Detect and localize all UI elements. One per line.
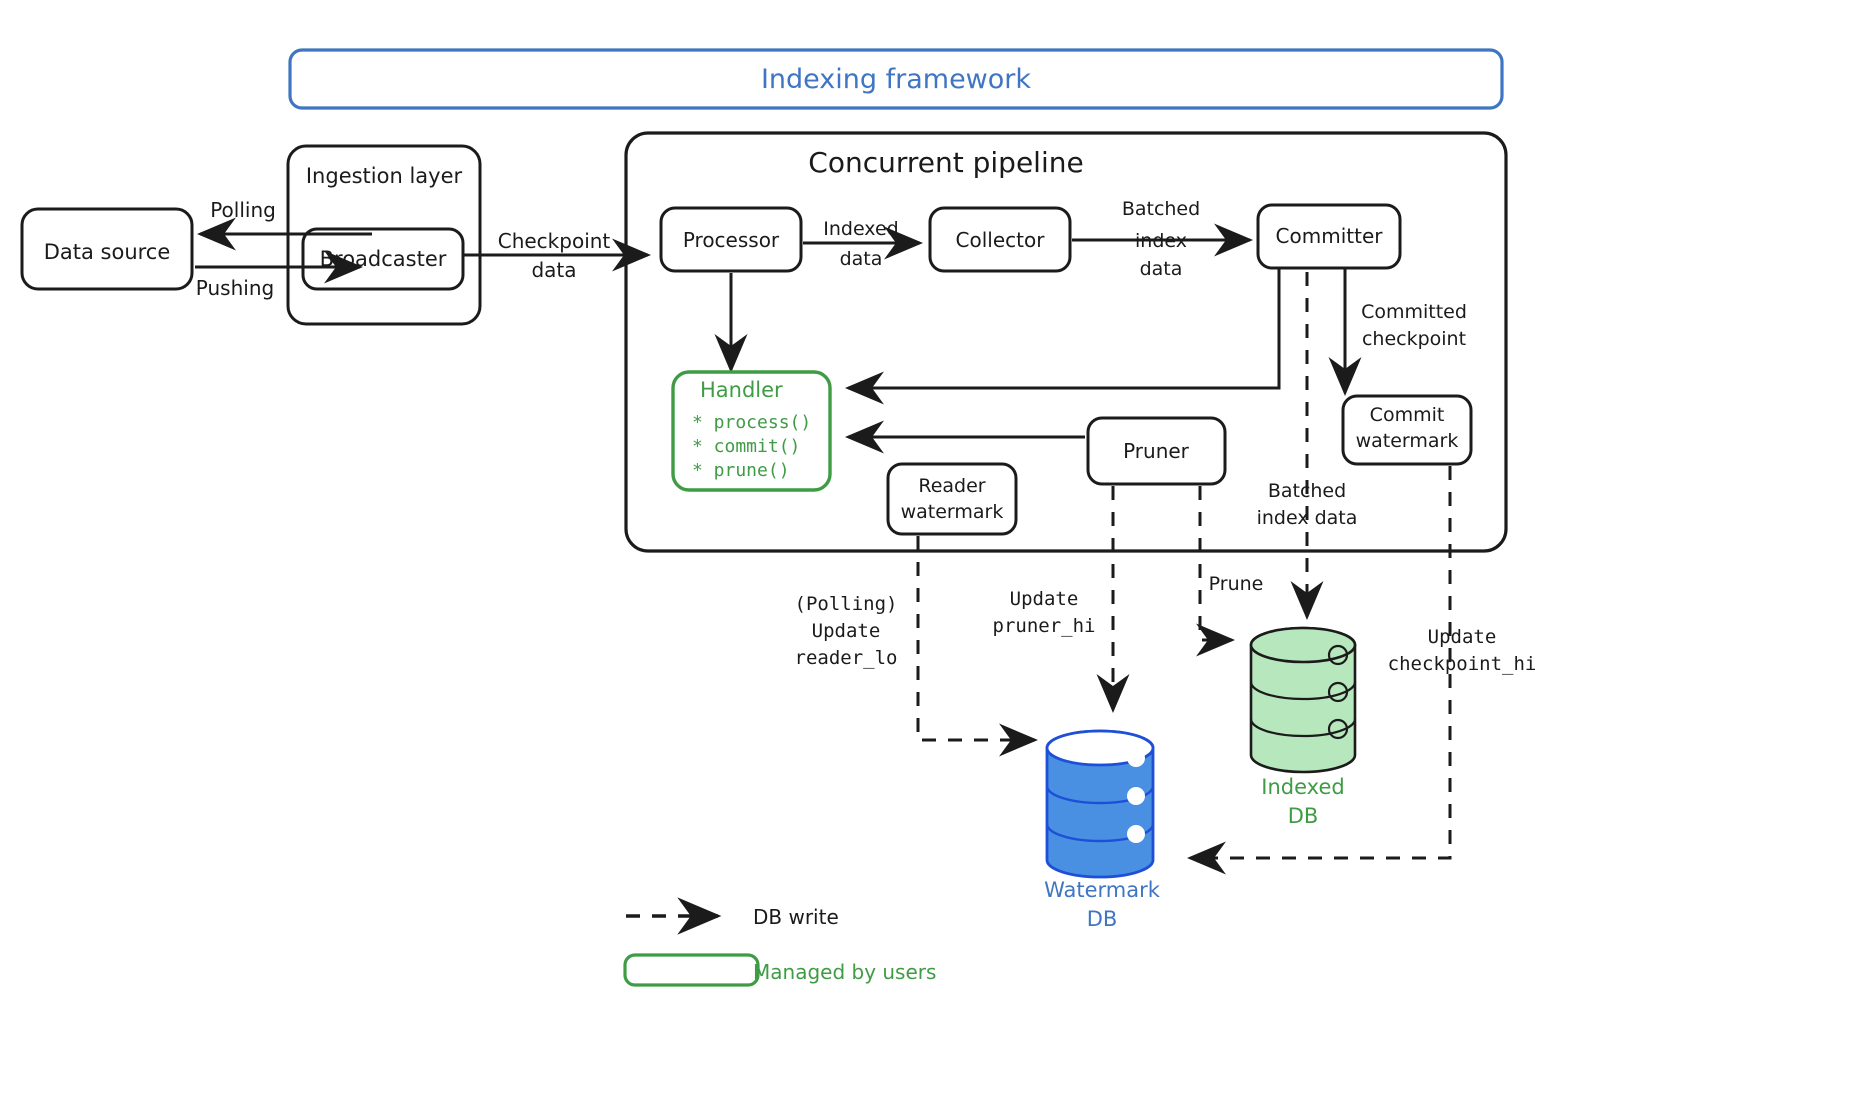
handler-method-process: * process() [692, 412, 811, 433]
legend-managed-by-users-label: Managed by users [753, 960, 936, 984]
handler-title: Handler [700, 378, 783, 402]
reader-watermark-line1: Reader [918, 475, 985, 497]
data-source-label: Data source [44, 240, 171, 264]
handler-method-prune: * prune() [692, 460, 790, 481]
node-committer[interactable]: Committer [1256, 203, 1402, 270]
commit-watermark-line2: watermark [1356, 430, 1459, 452]
node-commit-watermark[interactable]: Commit watermark [1341, 394, 1473, 466]
legend-db-write-label: DB write [753, 905, 839, 929]
db-watermark[interactable]: Watermark DB [1044, 729, 1161, 931]
batched-index-data-bottom-line1: Batched [1268, 480, 1346, 502]
prune-label: Prune [1209, 573, 1264, 595]
checkpoint-data-label-line2: data [531, 258, 576, 282]
edge-polling: Polling [197, 198, 372, 251]
update-checkpoint-hi-line2: checkpoint_hi [1388, 653, 1537, 675]
legend-managed-by-users-row: Managed by users [623, 953, 936, 987]
dbwrite-reader-lo: (Polling) Update reader_lo [795, 536, 1038, 757]
indexed-db-line1: Indexed [1261, 775, 1344, 799]
dbwrite-prune: Prune [1196, 486, 1264, 657]
node-processor[interactable]: Processor [659, 206, 803, 273]
node-reader-watermark[interactable]: Reader watermark [886, 462, 1018, 536]
reader-watermark-line2: watermark [901, 501, 1004, 523]
dbwrite-batched-index-data: Batched index data [1257, 272, 1358, 620]
dbwrite-checkpoint-hi: Update checkpoint_hi [1187, 466, 1537, 875]
pruner-label: Pruner [1123, 439, 1190, 463]
update-reader-lo-line2: Update [812, 620, 881, 642]
node-pruner[interactable]: Pruner [1086, 416, 1227, 486]
update-checkpoint-hi-line1: Update [1428, 626, 1497, 648]
batched-index-data-top-line1: Batched [1122, 198, 1200, 220]
handler-method-commit: * commit() [692, 436, 800, 457]
processor-label: Processor [683, 228, 780, 252]
committer-label: Committer [1276, 224, 1384, 248]
batched-index-data-bottom-line2: index data [1257, 507, 1358, 529]
edge-indexed-data: Indexed data [803, 218, 923, 270]
edge-committer-to-handler [845, 269, 1281, 405]
commit-watermark-line1: Commit [1370, 404, 1445, 426]
node-collector[interactable]: Collector [928, 206, 1072, 273]
committed-checkpoint-line2: checkpoint [1362, 328, 1466, 350]
indexed-db-line2: DB [1288, 804, 1319, 828]
node-handler[interactable]: Handler * process() * commit() * prune() [671, 370, 832, 492]
dbwrite-pruner-hi: Update pruner_hi [993, 486, 1130, 713]
node-data-source[interactable]: Data source [20, 207, 194, 291]
legend-db-write-row: DB write [626, 897, 839, 935]
db-indexed[interactable]: Indexed DB [1249, 626, 1357, 828]
committed-checkpoint-line1: Committed [1361, 301, 1467, 323]
ingestion-layer-container: Ingestion layer [286, 144, 482, 326]
edge-committed-checkpoint: Committed checkpoint [1328, 269, 1467, 396]
indexing-framework-banner: Indexing framework [288, 48, 1504, 110]
update-pruner-hi-line1: Update [1010, 588, 1079, 610]
concurrent-pipeline-label: Concurrent pipeline [808, 146, 1083, 179]
watermark-db-line2: DB [1087, 907, 1118, 931]
ingestion-layer-label: Ingestion layer [306, 164, 463, 188]
update-reader-lo-line1: (Polling) [795, 593, 898, 615]
edge-pushing: Pushing [195, 250, 363, 300]
node-broadcaster[interactable]: Broadcaster [301, 227, 465, 291]
update-pruner-hi-line2: pruner_hi [993, 615, 1096, 637]
concurrent-pipeline-container: Concurrent pipeline [624, 131, 1508, 553]
batched-index-data-top-line2: index [1135, 230, 1187, 252]
pushing-label: Pushing [196, 276, 274, 300]
watermark-db-line1: Watermark [1044, 878, 1161, 902]
update-reader-lo-line3: reader_lo [795, 647, 898, 669]
edge-checkpoint-data: Checkpoint data [464, 229, 651, 282]
edge-batched-index-data-top: Batched index data [1072, 198, 1253, 280]
indexed-data-label-line1: Indexed [823, 218, 898, 240]
legend: DB write Managed by users [623, 897, 936, 987]
batched-index-data-top-line3: data [1140, 258, 1183, 280]
indexed-data-label-line2: data [840, 248, 883, 270]
checkpoint-data-label-line1: Checkpoint [498, 229, 611, 253]
collector-label: Collector [956, 228, 1046, 252]
polling-label: Polling [210, 198, 276, 222]
banner-label: Indexing framework [761, 64, 1031, 95]
